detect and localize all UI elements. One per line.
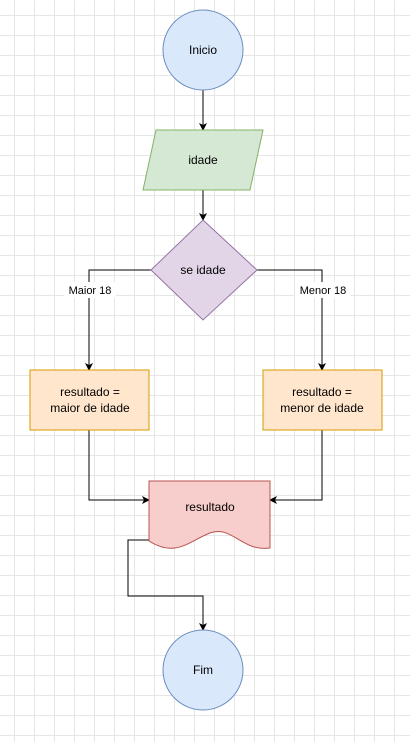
- output-document-shape: [148, 480, 271, 549]
- node-start[interactable]: Inicio: [162, 9, 244, 91]
- input-label: idade: [188, 153, 218, 167]
- edge-right-process-to-output: [269, 430, 323, 504]
- right-process-rect: [262, 369, 383, 431]
- node-input[interactable]: idade: [142, 129, 264, 191]
- left-process-line1: resultado =: [60, 385, 120, 399]
- edge-label-maior-18: Maior 18: [69, 285, 112, 297]
- end-label: Fim: [193, 663, 213, 677]
- end-ellipse: [162, 629, 244, 711]
- edge-left-process-to-output: [88, 430, 150, 504]
- node-decision[interactable]: se idade: [150, 219, 258, 321]
- edge-labels: Maior 18 Menor 18: [64, 282, 351, 298]
- node-left-process[interactable]: resultado = maior de idade: [29, 369, 150, 431]
- decision-label: se idade: [180, 263, 226, 277]
- right-process-line1: resultado =: [292, 385, 352, 399]
- edges: [85, 90, 326, 631]
- input-parallelogram: [142, 129, 264, 191]
- node-end[interactable]: Fim: [162, 629, 244, 711]
- edge-decision-to-right-process: [257, 269, 326, 371]
- edge-output-to-end: [127, 539, 207, 631]
- start-ellipse: [162, 9, 244, 91]
- right-process-line2: menor de idade: [280, 401, 364, 415]
- node-output[interactable]: resultado: [148, 480, 271, 549]
- start-label: Inicio: [189, 43, 217, 57]
- node-right-process[interactable]: resultado = menor de idade: [262, 369, 383, 431]
- edge-label-right-bg: [295, 282, 351, 298]
- decision-diamond: [150, 219, 258, 321]
- edge-label-left-bg: [64, 282, 116, 298]
- output-label: resultado: [185, 500, 235, 514]
- left-process-line2: maior de idade: [50, 401, 130, 415]
- edge-label-menor-18: Menor 18: [300, 285, 346, 297]
- left-process-rect: [29, 369, 150, 431]
- edge-decision-to-left-process: [85, 269, 151, 371]
